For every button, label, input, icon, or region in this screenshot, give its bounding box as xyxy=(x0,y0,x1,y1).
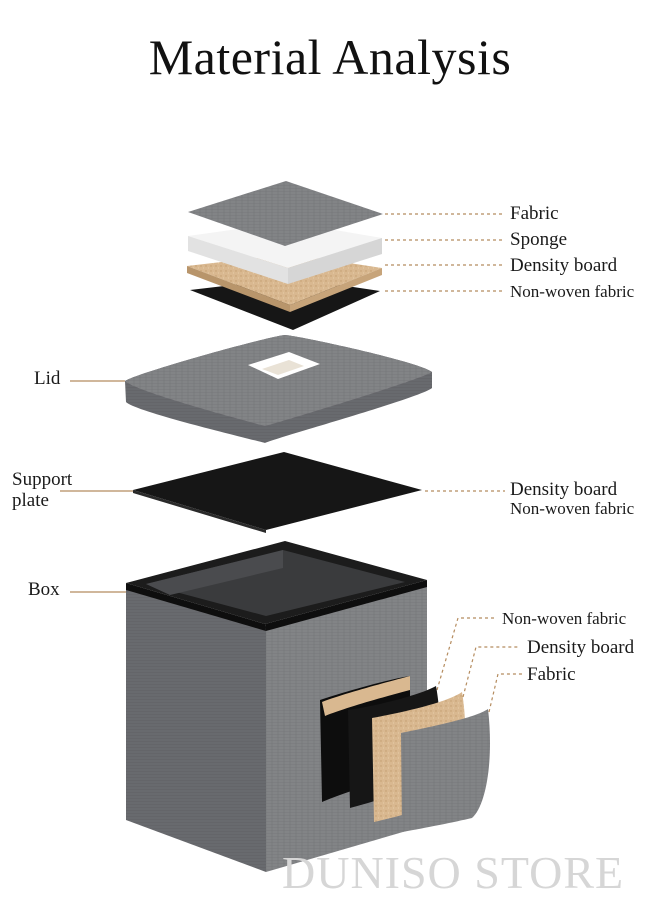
label-support-plate-line1: Support xyxy=(12,469,73,490)
label-top-non-woven: Non-woven fabric xyxy=(510,282,635,301)
label-plate-non-woven: Non-woven fabric xyxy=(510,499,635,518)
leader-lines xyxy=(60,213,522,713)
label-lid: Lid xyxy=(34,368,61,389)
label-top-fabric: Fabric xyxy=(510,203,559,224)
store-watermark: DUNISO STORE xyxy=(282,847,625,898)
label-top-sponge: Sponge xyxy=(510,229,567,250)
label-support-plate-line2: plate xyxy=(12,490,49,511)
leader-wall-fabric xyxy=(488,673,522,713)
label-plate-density-board: Density board xyxy=(510,479,618,500)
page-title: Material Analysis xyxy=(148,29,512,85)
top-layer-fabric xyxy=(188,181,383,246)
label-wall-fabric: Fabric xyxy=(527,664,576,685)
label-wall-density-board: Density board xyxy=(527,637,635,658)
leader-wall-non-woven xyxy=(436,617,497,691)
storage-box xyxy=(126,541,427,872)
label-box: Box xyxy=(28,579,60,600)
wall-layer-fabric xyxy=(401,709,491,832)
support-plate xyxy=(133,452,422,533)
label-wall-non-woven: Non-woven fabric xyxy=(502,609,627,628)
label-top-density-board: Density board xyxy=(510,255,618,276)
leader-wall-density-board xyxy=(462,646,520,698)
lid-cushion xyxy=(125,335,432,443)
